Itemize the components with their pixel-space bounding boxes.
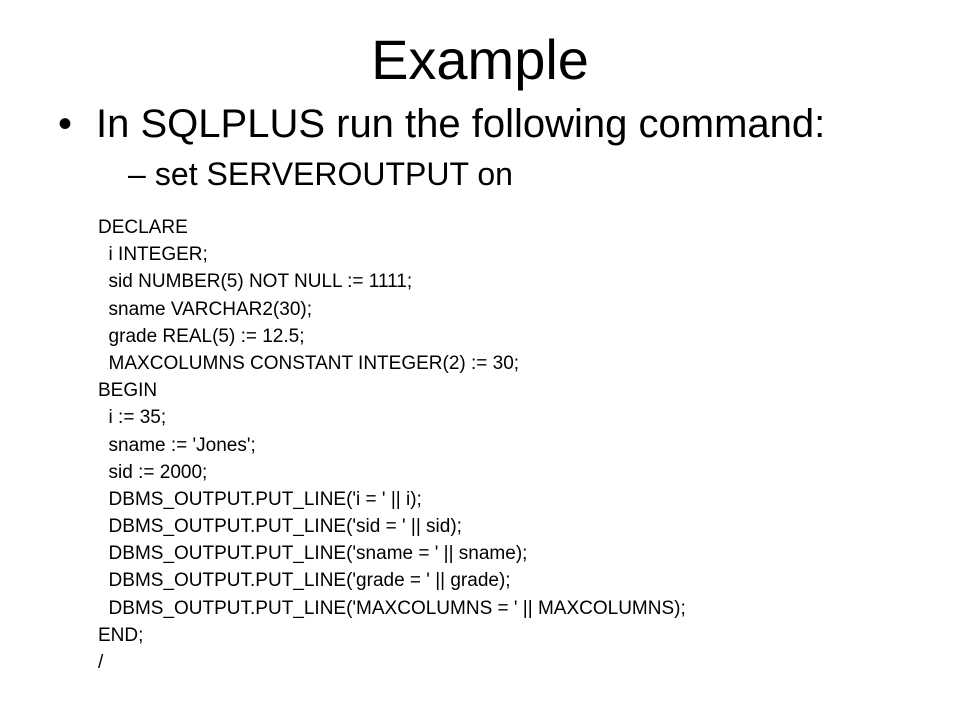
code-line: END; — [98, 624, 144, 646]
code-block: DECLARE i INTEGER; sid NUMBER(5) NOT NUL… — [98, 214, 686, 676]
sub-bullet-text: set SERVEROUTPUT on — [154, 156, 513, 192]
bullet-item: • In SQLPLUS run the following command: — [58, 100, 825, 148]
code-line: DBMS_OUTPUT.PUT_LINE('i = ' || i); — [98, 488, 422, 510]
code-line: sname := 'Jones'; — [98, 434, 256, 456]
code-line: sid NUMBER(5) NOT NULL := 1111; — [98, 271, 413, 293]
bullet-text: In SQLPLUS run the following command: — [96, 102, 826, 146]
code-line: MAXCOLUMNS CONSTANT INTEGER(2) := 30; — [98, 352, 520, 374]
code-line: i := 35; — [98, 407, 167, 429]
code-line: grade REAL(5) := 12.5; — [98, 325, 305, 347]
code-line: i INTEGER; — [98, 244, 208, 266]
code-line: DBMS_OUTPUT.PUT_LINE('sname = ' || sname… — [98, 543, 528, 565]
code-line: / — [98, 652, 104, 673]
slide-title: Example — [371, 28, 589, 91]
code-line: BEGIN — [98, 380, 158, 402]
code-line: sid := 2000; — [98, 461, 208, 483]
bullet-dot-icon: • — [58, 102, 73, 146]
code-line: DBMS_OUTPUT.PUT_LINE('grade = ' || grade… — [98, 570, 511, 592]
code-line: sname VARCHAR2(30); — [98, 298, 312, 320]
code-line: DBMS_OUTPUT.PUT_LINE('sid = ' || sid); — [98, 516, 462, 538]
code-line: DBMS_OUTPUT.PUT_LINE('MAXCOLUMNS = ' || … — [98, 597, 686, 619]
dash-icon: – — [128, 156, 146, 192]
sub-bullet-item: – set SERVEROUTPUT on — [128, 154, 513, 194]
code-line: DECLARE — [98, 217, 188, 238]
